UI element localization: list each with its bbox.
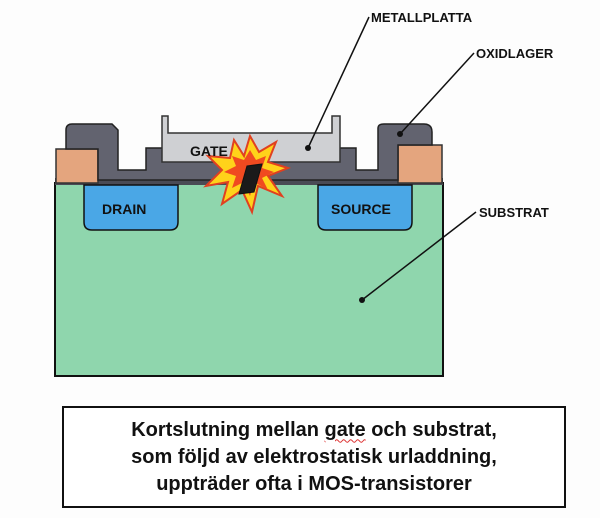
left-contact-pad (55, 148, 99, 184)
gate-label: GATE (190, 143, 228, 159)
oxide-layer (65, 123, 433, 181)
metal-leader-dot (305, 145, 311, 151)
oxide-layer-label: OXIDLAGER (476, 46, 554, 61)
caption-line-1c: och substrat, (365, 418, 497, 441)
substrate-label: SUBSTRAT (479, 205, 549, 220)
spark-icon (203, 133, 292, 216)
right-contact-pad (397, 144, 443, 184)
drain-well (83, 184, 179, 231)
source-well (317, 184, 413, 231)
oxide-leader-dot (397, 131, 403, 137)
caption-line-1a: Kortslutning mellan (131, 418, 325, 441)
mos-cross-section-diagram: GATE DRAIN SOURCE METALLPLATTA OXIDLAGER… (54, 10, 554, 377)
metal-plate-label: METALLPLATTA (371, 10, 473, 25)
caption-gate-word: gate (324, 418, 366, 441)
metal-leader-line (307, 16, 370, 149)
caption-line-3: uppträder ofta i MOS-transistorer (156, 472, 472, 495)
caption-line-1: Kortslutning mellan gate och substrat, (131, 417, 497, 444)
substrate-leader-line (361, 211, 477, 301)
caption-line-2: som följd av elektrostatisk urladdning, (131, 445, 497, 468)
oxide-leader-line (399, 52, 475, 135)
drain-label: DRAIN (102, 201, 146, 217)
source-label: SOURCE (331, 201, 391, 217)
substrate-leader-dot (359, 297, 365, 303)
caption-box: Kortslutning mellan gate och substrat, s… (62, 406, 566, 508)
